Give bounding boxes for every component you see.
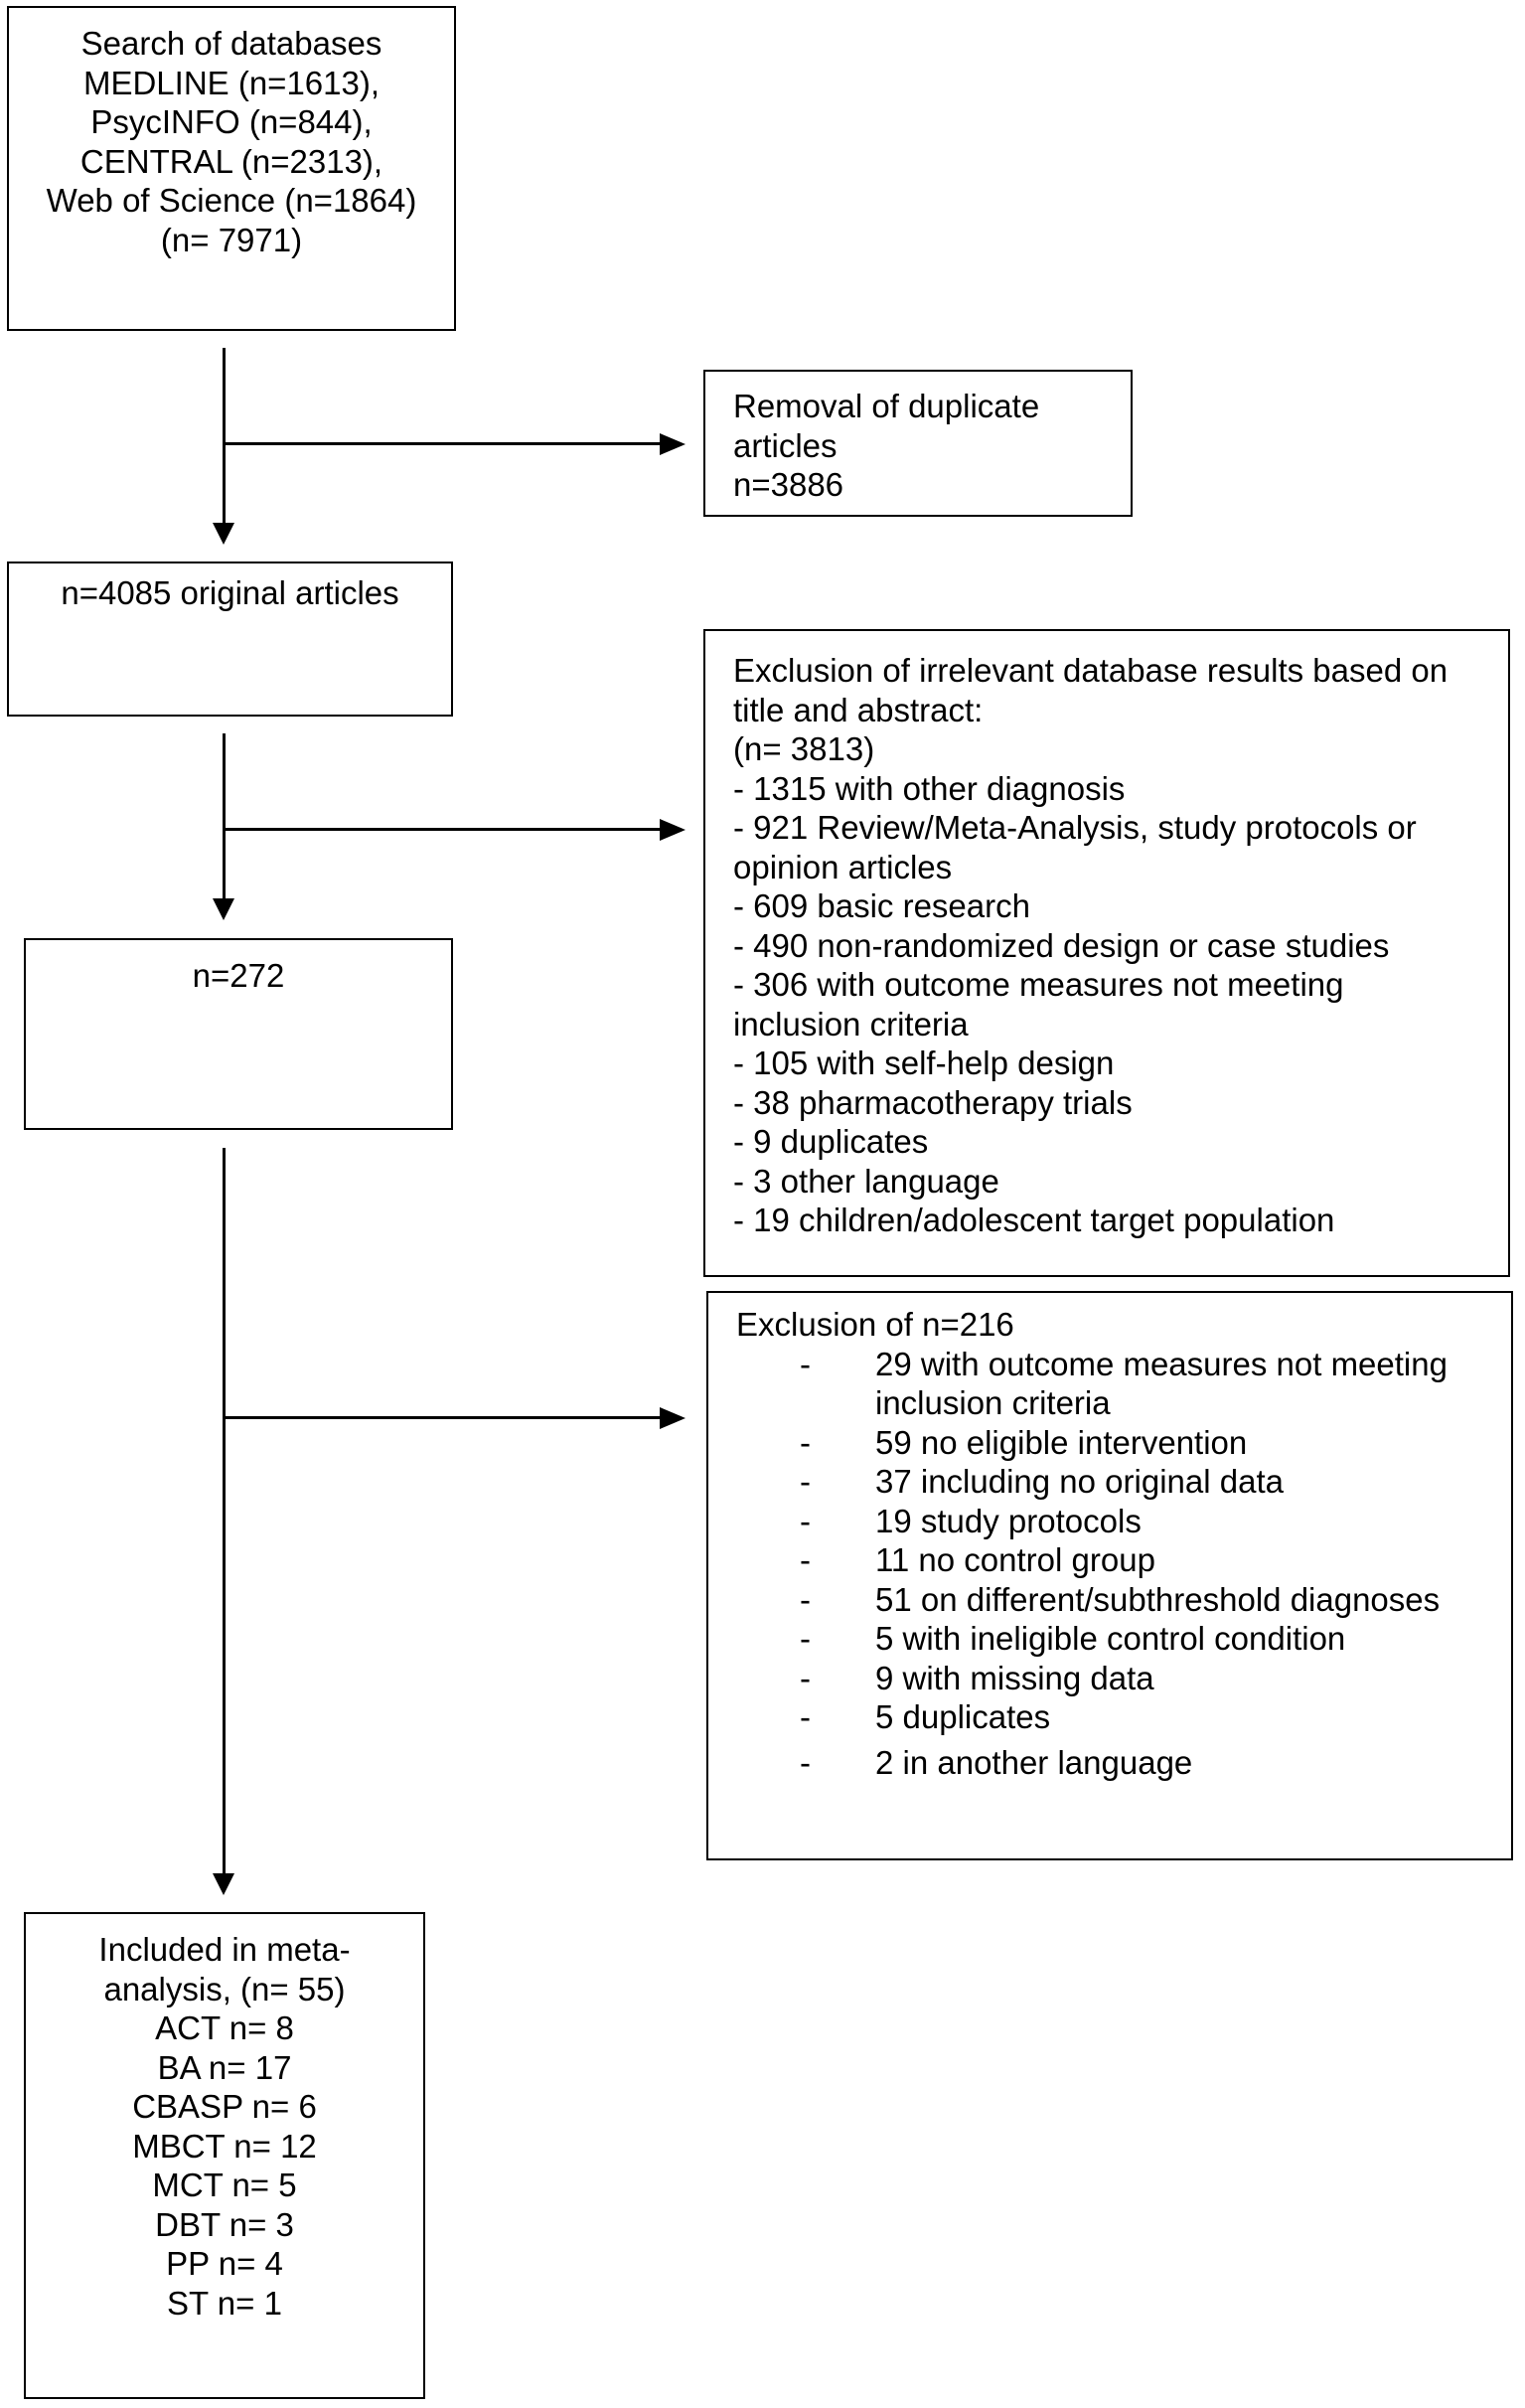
dash-bullet: -: [800, 1541, 811, 1578]
exclusion-item-text: 11 no control group: [875, 1541, 1155, 1578]
included-line: CBASP n= 6: [132, 2088, 317, 2125]
search-line: PsycINFO (n=844),: [90, 103, 373, 140]
duplicates-removal-box: Removal of duplicate articles n=3886: [703, 370, 1133, 517]
screening-exclusion-line: - 490 non-randomized design or case stud…: [733, 926, 1390, 964]
exclusion-item-text: 51 on different/subthreshold diagnoses: [875, 1580, 1441, 1618]
screening-exclusion-line: title and abstract:: [733, 691, 984, 728]
exclusion-item-text: 9 with missing data: [875, 1659, 1154, 1696]
full-text-count: n=272: [192, 957, 285, 994]
included-line: ST n= 1: [167, 2284, 282, 2322]
arrow-down-to-included: [213, 1873, 234, 1895]
screening-exclusion-line: - 19 children/adolescent target populati…: [733, 1202, 1335, 1238]
search-line: Web of Science (n=1864): [46, 182, 417, 219]
screening-exclusion-line: - 921 Review/Meta-Analysis, study protoc…: [733, 809, 1417, 846]
screening-exclusion-line: opinion articles: [733, 848, 953, 885]
dash-bullet: -: [800, 1423, 811, 1461]
included-line: MBCT n= 12: [132, 2127, 317, 2165]
exclusion-item: - 5 duplicates: [736, 1697, 1511, 1737]
exclusion-item: - 11 no control group: [736, 1540, 1511, 1580]
exclusion-item-text: 37 including no original data: [875, 1463, 1284, 1500]
full-text-exclusion-list: - 29 with outcome measures not meeting i…: [736, 1345, 1511, 1783]
arrow-right-to-fulltext-exclusion: [660, 1407, 686, 1429]
full-text-box: n=272: [24, 938, 453, 1130]
dash-bullet: -: [800, 1698, 811, 1735]
included-line: Included in meta-: [98, 1931, 351, 1968]
dash-bullet: -: [800, 1620, 811, 1657]
dash-bullet: -: [800, 1580, 811, 1618]
dash-bullet: -: [800, 1463, 811, 1500]
screening-exclusion-line: inclusion criteria: [733, 1005, 969, 1043]
branch-line-fulltext-exclusion: [224, 1416, 662, 1419]
exclusion-item-text: 19 study protocols: [875, 1502, 1142, 1539]
exclusion-item: - 37 including no original data: [736, 1462, 1511, 1502]
exclusion-item-text: 59 no eligible intervention: [875, 1423, 1248, 1461]
included-line: analysis, (n= 55): [103, 1970, 346, 2007]
exclusion-item-text: 5 with ineligible control condition: [875, 1620, 1346, 1657]
dash-bullet: -: [800, 1743, 811, 1781]
exclusion-item-text: 2 in another language: [875, 1743, 1193, 1781]
dash-bullet: -: [800, 1345, 811, 1382]
included-line: ACT n= 8: [155, 2009, 294, 2046]
arrow-right-to-screening-exclusion: [660, 819, 686, 841]
included-line: MCT n= 5: [152, 2167, 297, 2203]
screening-exclusion-line: - 3 other language: [733, 1162, 999, 1200]
search-line: Search of databases: [80, 25, 382, 62]
duplicates-line: Removal of duplicate: [733, 388, 1040, 424]
included-line: PP n= 4: [166, 2245, 283, 2282]
screening-exclusion-box: Exclusion of irrelevant database results…: [703, 629, 1510, 1277]
exclusion-item: - 19 study protocols: [736, 1502, 1511, 1541]
included-box: Included in meta- analysis, (n= 55) ACT …: [24, 1912, 425, 2399]
screening-exclusion-line: - 105 with self-help design: [733, 1044, 1115, 1081]
branch-line-duplicates: [224, 442, 662, 445]
duplicates-line: n=3886: [733, 466, 844, 503]
flow-line-fulltext-to-included: [223, 1148, 226, 1875]
branch-line-screening-exclusion: [224, 828, 662, 831]
original-articles-count: n=4085 original articles: [61, 574, 399, 611]
screening-exclusion-line: (n= 3813): [733, 730, 875, 767]
exclusion-item: - 2 in another language: [736, 1743, 1511, 1783]
arrow-down-to-original: [213, 523, 234, 545]
screening-exclusion-line: - 609 basic research: [733, 887, 1030, 924]
original-articles-box: n=4085 original articles: [7, 562, 453, 717]
exclusion-item: - 29 with outcome measures not meeting i…: [736, 1345, 1511, 1423]
search-line: CENTRAL (n=2313),: [79, 142, 383, 180]
exclusion-item: - 51 on different/subthreshold diagnoses: [736, 1580, 1511, 1620]
screening-exclusion-line: - 306 with outcome measures not meeting: [733, 966, 1344, 1003]
duplicates-line: articles: [733, 426, 838, 464]
screening-exclusion-line: - 38 pharmacotherapy trials: [733, 1083, 1133, 1121]
full-text-exclusion-box: Exclusion of n=216 - 29 with outcome mea…: [706, 1291, 1513, 1860]
flow-line-search-to-original: [223, 348, 226, 525]
exclusion-item: - 5 with ineligible control condition: [736, 1619, 1511, 1659]
dash-bullet: -: [800, 1502, 811, 1539]
search-databases-box: Search of databases MEDLINE (n=1613), Ps…: [7, 6, 456, 331]
screening-exclusion-line: - 9 duplicates: [733, 1123, 929, 1160]
exclusion-item: - 9 with missing data: [736, 1659, 1511, 1698]
screening-exclusion-line: - 1315 with other diagnosis: [733, 769, 1126, 807]
dash-bullet: -: [800, 1659, 811, 1696]
full-text-exclusion-title: Exclusion of n=216: [736, 1306, 1014, 1343]
included-line: DBT n= 3: [155, 2205, 294, 2243]
exclusion-item: - 59 no eligible intervention: [736, 1423, 1511, 1463]
flow-line-original-to-fulltext: [223, 733, 226, 900]
exclusion-item-text: 5 duplicates: [875, 1698, 1051, 1735]
search-line: (n= 7971): [160, 221, 303, 258]
exclusion-item-text: 29 with outcome measures not meeting: [875, 1345, 1448, 1382]
arrow-down-to-fulltext: [213, 898, 234, 920]
included-line: BA n= 17: [157, 2048, 292, 2086]
arrow-right-to-duplicates: [660, 433, 686, 455]
screening-exclusion-line: Exclusion of irrelevant database results…: [733, 652, 1449, 689]
search-line: MEDLINE (n=1613),: [82, 64, 381, 101]
exclusion-item-text: inclusion criteria: [875, 1384, 1111, 1421]
